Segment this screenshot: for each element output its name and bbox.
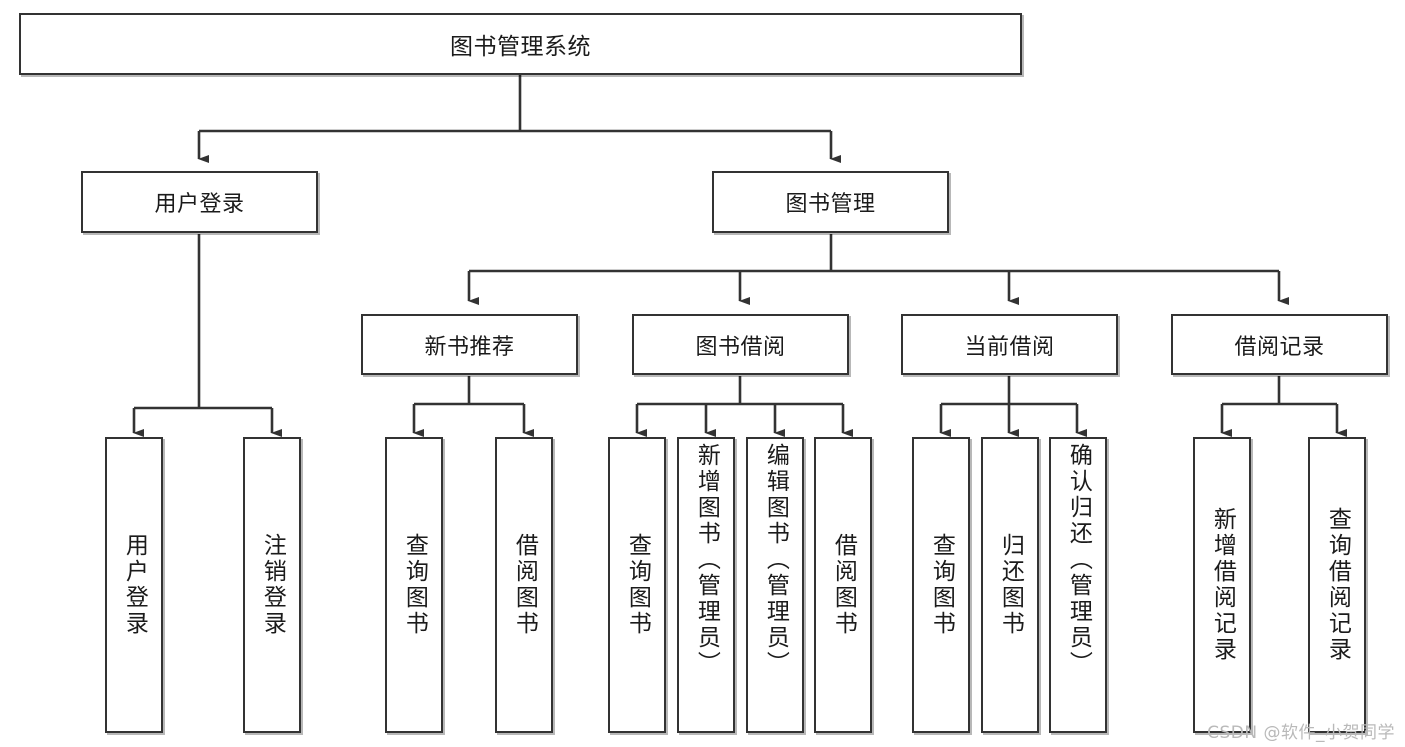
leaf-user-login-login[interactable]: 用户登录 xyxy=(105,437,163,733)
leaf-label: 查询图书 xyxy=(401,533,428,637)
leaf-label: 借阅图书 xyxy=(830,533,857,637)
leaf-label: 确认归还（管理员） xyxy=(1065,443,1092,677)
node-root-system[interactable]: 图书管理系统 xyxy=(19,13,1022,75)
node-user-login-label: 用户登录 xyxy=(154,192,245,217)
leaf-label: 查询借阅记录 xyxy=(1324,507,1351,663)
node-root-label: 图书管理系统 xyxy=(450,34,591,60)
leaf-label: 编辑图书（管理员） xyxy=(762,443,789,677)
node-borrow-record[interactable]: 借阅记录 xyxy=(1171,314,1388,375)
leaf-new-book-borrow[interactable]: 借阅图书 xyxy=(495,437,553,733)
leaf-label: 归还图书 xyxy=(997,533,1024,637)
leaf-user-login-logout[interactable]: 注销登录 xyxy=(243,437,301,733)
node-book-borrow[interactable]: 图书借阅 xyxy=(632,314,849,375)
node-current-borrow[interactable]: 当前借阅 xyxy=(901,314,1118,375)
leaf-current-borrow-query[interactable]: 查询图书 xyxy=(912,437,970,733)
leaf-current-borrow-return[interactable]: 归还图书 xyxy=(981,437,1039,733)
node-book-borrow-label: 图书借阅 xyxy=(695,334,786,360)
leaf-book-borrow-query[interactable]: 查询图书 xyxy=(608,437,666,733)
leaf-book-borrow-edit[interactable]: 编辑图书（管理员） xyxy=(746,437,804,733)
leaf-label: 新增图书（管理员） xyxy=(693,443,720,677)
leaf-label: 借阅图书 xyxy=(511,533,538,637)
leaf-new-book-query[interactable]: 查询图书 xyxy=(385,437,443,733)
leaf-book-borrow-borrow[interactable]: 借阅图书 xyxy=(814,437,872,733)
node-new-book-recommend[interactable]: 新书推荐 xyxy=(361,314,578,375)
node-user-login[interactable]: 用户登录 xyxy=(81,171,318,233)
leaf-current-borrow-confirm[interactable]: 确认归还（管理员） xyxy=(1049,437,1107,733)
leaf-borrow-record-add[interactable]: 新增借阅记录 xyxy=(1193,437,1251,733)
leaf-label: 新增借阅记录 xyxy=(1209,507,1236,663)
node-book-manage-label: 图书管理 xyxy=(785,192,876,217)
node-book-manage[interactable]: 图书管理 xyxy=(712,171,949,233)
csdn-watermark: CSDN @软件_小贺同学 xyxy=(1207,723,1395,743)
leaf-label: 查询图书 xyxy=(624,533,651,637)
leaf-label: 注销登录 xyxy=(259,533,286,637)
leaf-borrow-record-query[interactable]: 查询借阅记录 xyxy=(1308,437,1366,733)
leaf-label: 查询图书 xyxy=(928,533,955,637)
leaf-label: 用户登录 xyxy=(121,533,148,637)
node-current-borrow-label: 当前借阅 xyxy=(964,334,1055,360)
leaf-book-borrow-add[interactable]: 新增图书（管理员） xyxy=(677,437,735,733)
node-borrow-record-label: 借阅记录 xyxy=(1234,334,1325,360)
node-new-book-recommend-label: 新书推荐 xyxy=(424,334,515,360)
